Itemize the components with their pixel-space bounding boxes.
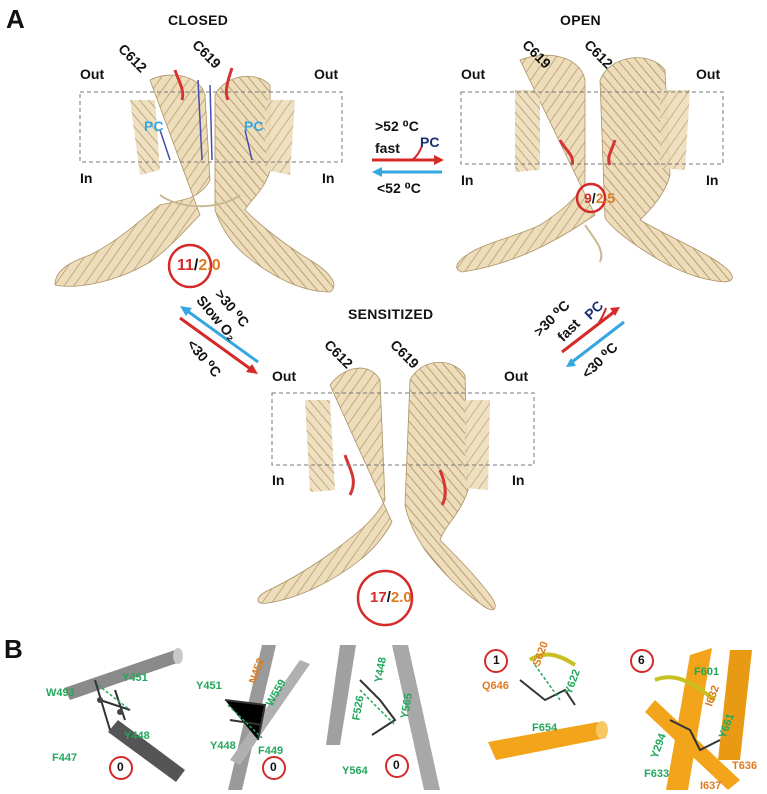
closed-count: 11/2.0 [177,257,221,274]
sensitized-out-left: Out [272,368,297,384]
sub5-circle-number: 6 [638,653,645,667]
closed-out-left: Out [80,66,105,82]
open-out-left: Out [461,66,486,82]
closed-count-circle [167,243,213,289]
panel-b-sub5-drawing [630,648,752,790]
sensitized-in-left: In [272,472,285,488]
sub5-label-4: F633 [644,768,670,780]
sub4-label-2: Q646 [482,680,509,692]
sensitized-count-orange: 2.0 [390,589,412,606]
closed-membrane-box [79,91,343,163]
panel-b-letter: B [4,634,23,664]
sensitized-membrane-box [271,392,535,466]
sensitized-count: 17/2.0 [370,589,412,606]
closed-to-open-fast: fast [375,140,400,156]
sensitized-structure [257,361,496,611]
closed-structure [54,67,335,293]
sensitized-to-open-arrow [561,310,615,354]
closed-pc-left: PC [144,118,164,134]
open-count: 9/2.5 [584,190,616,206]
open-in-left: In [461,172,474,188]
panel-a-letter: A [6,4,25,34]
panel-b-sub2-drawing [224,645,310,790]
sub2-label-1: Y451 [196,680,222,692]
panel-b-sub3-drawing [326,645,440,790]
closed-in-left: In [80,170,93,186]
closed-to-open-pc: PC [420,134,440,150]
open-count-orange: 2.5 [595,190,616,206]
open-count-circle [575,182,607,214]
open-count-red: 9 [584,190,592,206]
open-in-right: In [706,172,719,188]
sub5-label-5: T636 [732,760,758,772]
closed-in-right: In [322,170,335,186]
sub2-label-4: F449 [258,745,284,757]
sensitized-count-red: 17 [370,589,387,606]
panel-b-sub1-drawing [64,648,185,782]
closed-to-open-below: <52 ⁰C [377,180,421,196]
panel-b-sub4-drawing [484,649,608,760]
closed-title: CLOSED [168,12,229,28]
sub5-label-6: I637 [700,780,722,792]
closed-pc-right: PC [244,118,264,134]
open-to-sensitized-arrow [571,320,625,364]
sub3-circle-number: 0 [393,758,400,772]
sub4-circle-number: 1 [493,653,500,667]
sensitized-count-circle [356,569,414,627]
sensitized-out-right: Out [504,368,529,384]
open-structure [456,54,733,283]
closed-out-right: Out [314,66,339,82]
closed-count-red: 11 [177,257,194,274]
sub4-label-3: F654 [532,722,558,734]
sub3-label-3: Y564 [342,765,368,777]
sub5-label-0: F601 [694,666,720,678]
closed-count-orange: 2.0 [198,257,221,274]
sub1-label-2: Y448 [124,730,150,742]
sub1-label-3: F447 [52,752,78,764]
closed-to-sensitized-arrow [179,316,253,372]
sub2-label-3: Y448 [210,740,236,752]
sub1-circle-number: 0 [117,760,124,774]
open-out-right: Out [696,66,721,82]
closed-to-open-above: >52 ⁰C [375,118,419,134]
sensitized-to-closed-arrow [185,308,259,364]
open-membrane-box [460,91,724,165]
sensitized-in-right: In [512,472,525,488]
sensitized-title: SENSITIZED [348,306,434,322]
sub2-circle-number: 0 [270,760,277,774]
sub1-label-1: W493 [46,687,75,699]
sub1-label-0: Y451 [122,672,148,684]
open-title: OPEN [560,12,601,28]
